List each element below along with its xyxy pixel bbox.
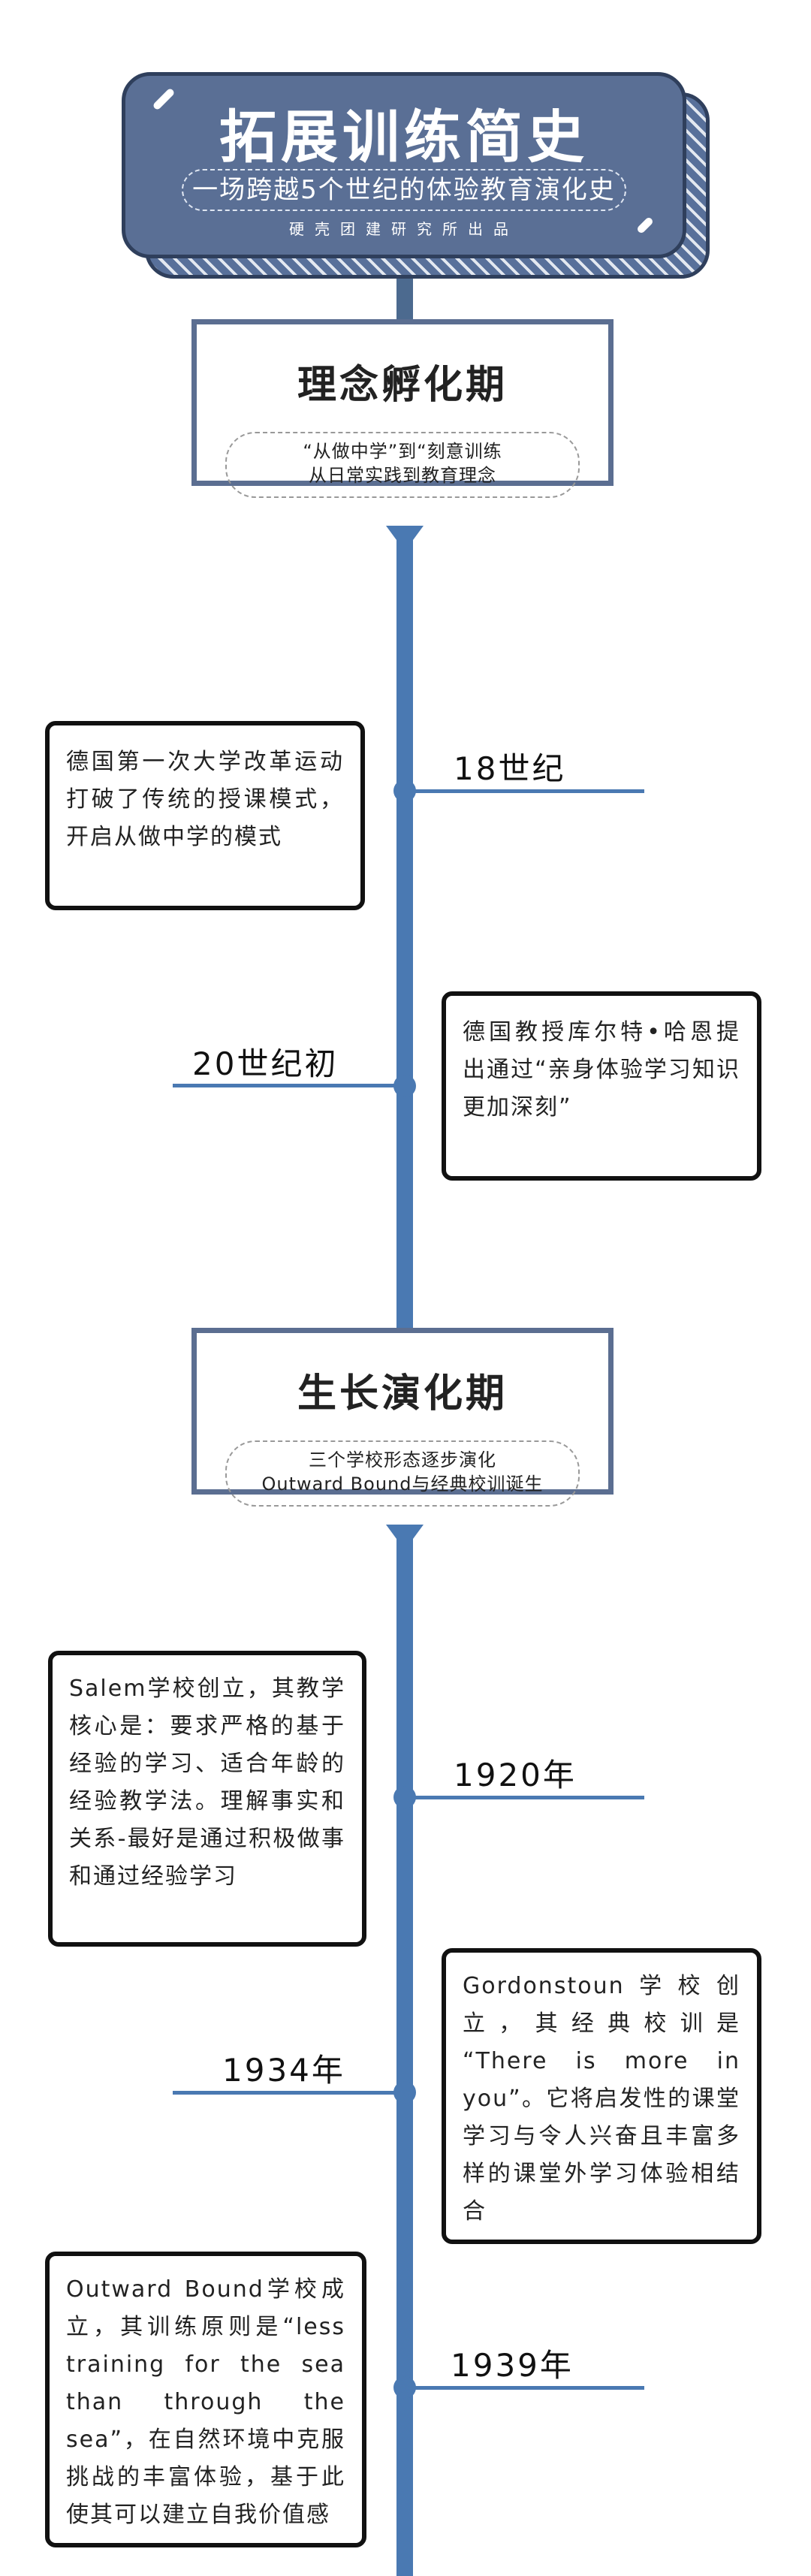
event-year: 1920年	[454, 1757, 577, 1793]
period-line: “从做中学”到“刻意训练	[303, 441, 502, 462]
timeline-dot	[393, 780, 416, 802]
timeline-dot	[393, 2081, 416, 2104]
period-title: 理念孵化期	[297, 363, 508, 408]
event-box-18c: 德国第一次大学改革运动打破了传统的授课模式，开启从做中学的模式	[45, 721, 365, 910]
event-year: 18世纪	[454, 750, 566, 787]
timeline-spine-top	[396, 267, 413, 327]
timeline-dot	[393, 2376, 416, 2399]
header-banner: 拓展训练简史 一场跨越5个世纪的体验教育演化史 硬壳团建研究所出品	[122, 72, 686, 258]
period-description: “从做中学”到“刻意训练 从日常实践到教育理念	[225, 432, 580, 498]
event-year: 20世纪初	[192, 1045, 339, 1082]
event-box-1934: Gordonstoun学校创立，其经典校训是 “There is more in…	[442, 1948, 761, 2244]
event-year: 1934年	[222, 2052, 345, 2089]
period-box-1: 理念孵化期 “从做中学”到“刻意训练 从日常实践到教育理念	[191, 319, 614, 498]
event-box-1939: Outward Bound学校成立，其训练原则是“less training f…	[45, 2252, 366, 2547]
period-description: 三个学校形态逐步演化 Outward Bound与经典校训诞生	[225, 1440, 580, 1507]
timeline-dot	[393, 1786, 416, 1808]
event-box-20c: 德国教授库尔特•哈恩提出通过“亲身体验学习知识更加深刻”	[442, 991, 761, 1181]
timeline-dot	[393, 1075, 416, 1097]
event-box-1920: Salem学校创立，其教学核心是：要求严格的基于经验的学习、适合年龄的经验教学法…	[48, 1651, 366, 1947]
connector-line	[173, 1084, 406, 1087]
page-subtitle: 一场跨越5个世纪的体验教育演化史	[182, 169, 626, 211]
connector-line	[406, 1796, 644, 1799]
period-line: Outward Bound与经典校训诞生	[261, 1474, 544, 1495]
connector-line	[406, 2386, 644, 2390]
period-box-2: 生长演化期 三个学校形态逐步演化 Outward Bound与经典校训诞生	[191, 1328, 614, 1507]
timeline-spine-1	[396, 533, 413, 1329]
event-year: 1939年	[451, 2347, 574, 2384]
period-line: 三个学校形态逐步演化	[309, 1449, 496, 1470]
period-line: 从日常实践到教育理念	[309, 465, 496, 486]
arrowhead-icon	[386, 526, 424, 551]
page-credit: 硬壳团建研究所出品	[289, 220, 519, 238]
period-title: 生长演化期	[297, 1371, 508, 1416]
timeline-spine-2	[396, 1532, 413, 2576]
page-title: 拓展训练简史	[219, 104, 589, 170]
connector-line	[173, 2091, 406, 2095]
arrowhead-icon	[386, 1525, 424, 1550]
connector-line	[406, 789, 644, 793]
